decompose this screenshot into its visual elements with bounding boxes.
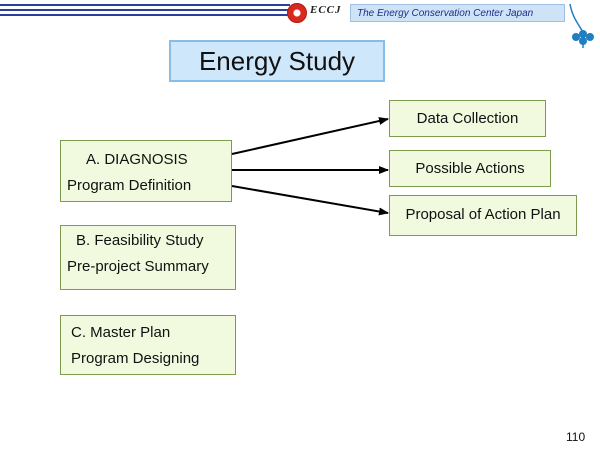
diagnosis-subtitle: Program Definition <box>67 177 192 194</box>
master-plan-title: C. Master Plan <box>71 324 171 341</box>
org-name: The Energy Conservation Center Japan <box>357 8 534 19</box>
action-plan-box: Proposal of Action Plan <box>389 195 577 236</box>
possible-actions-box: Possible Actions <box>389 150 551 187</box>
feasibility-subtitle: Pre-project Summary <box>67 258 209 275</box>
clover-icon <box>569 3 594 48</box>
arrow-to-data-collection <box>231 117 389 155</box>
eccj-logo-icon <box>287 3 307 23</box>
possible-actions-label: Possible Actions <box>415 160 525 177</box>
master-plan-subtitle: Program Designing <box>71 350 200 367</box>
diagnosis-title: A. DIAGNOSIS <box>86 151 188 168</box>
page-title: Energy Study <box>169 40 385 82</box>
feasibility-box: B. Feasibility Study Pre-project Summary <box>60 225 236 290</box>
diagnosis-box: A. DIAGNOSIS Program Definition <box>60 140 232 202</box>
page-title-text: Energy Study <box>198 46 356 76</box>
org-name-banner: The Energy Conservation Center Japan <box>350 4 565 22</box>
page-number: 110 <box>566 430 586 444</box>
arrow-to-action-plan <box>231 185 389 216</box>
data-collection-box: Data Collection <box>389 100 546 137</box>
data-collection-label: Data Collection <box>416 110 519 127</box>
master-plan-box: C. Master Plan Program Designing <box>60 315 236 375</box>
logo-text: ECCJ <box>310 4 342 16</box>
action-plan-label: Proposal of Action Plan <box>405 206 561 223</box>
header-rule <box>0 4 290 16</box>
feasibility-title: B. Feasibility Study <box>76 232 204 249</box>
